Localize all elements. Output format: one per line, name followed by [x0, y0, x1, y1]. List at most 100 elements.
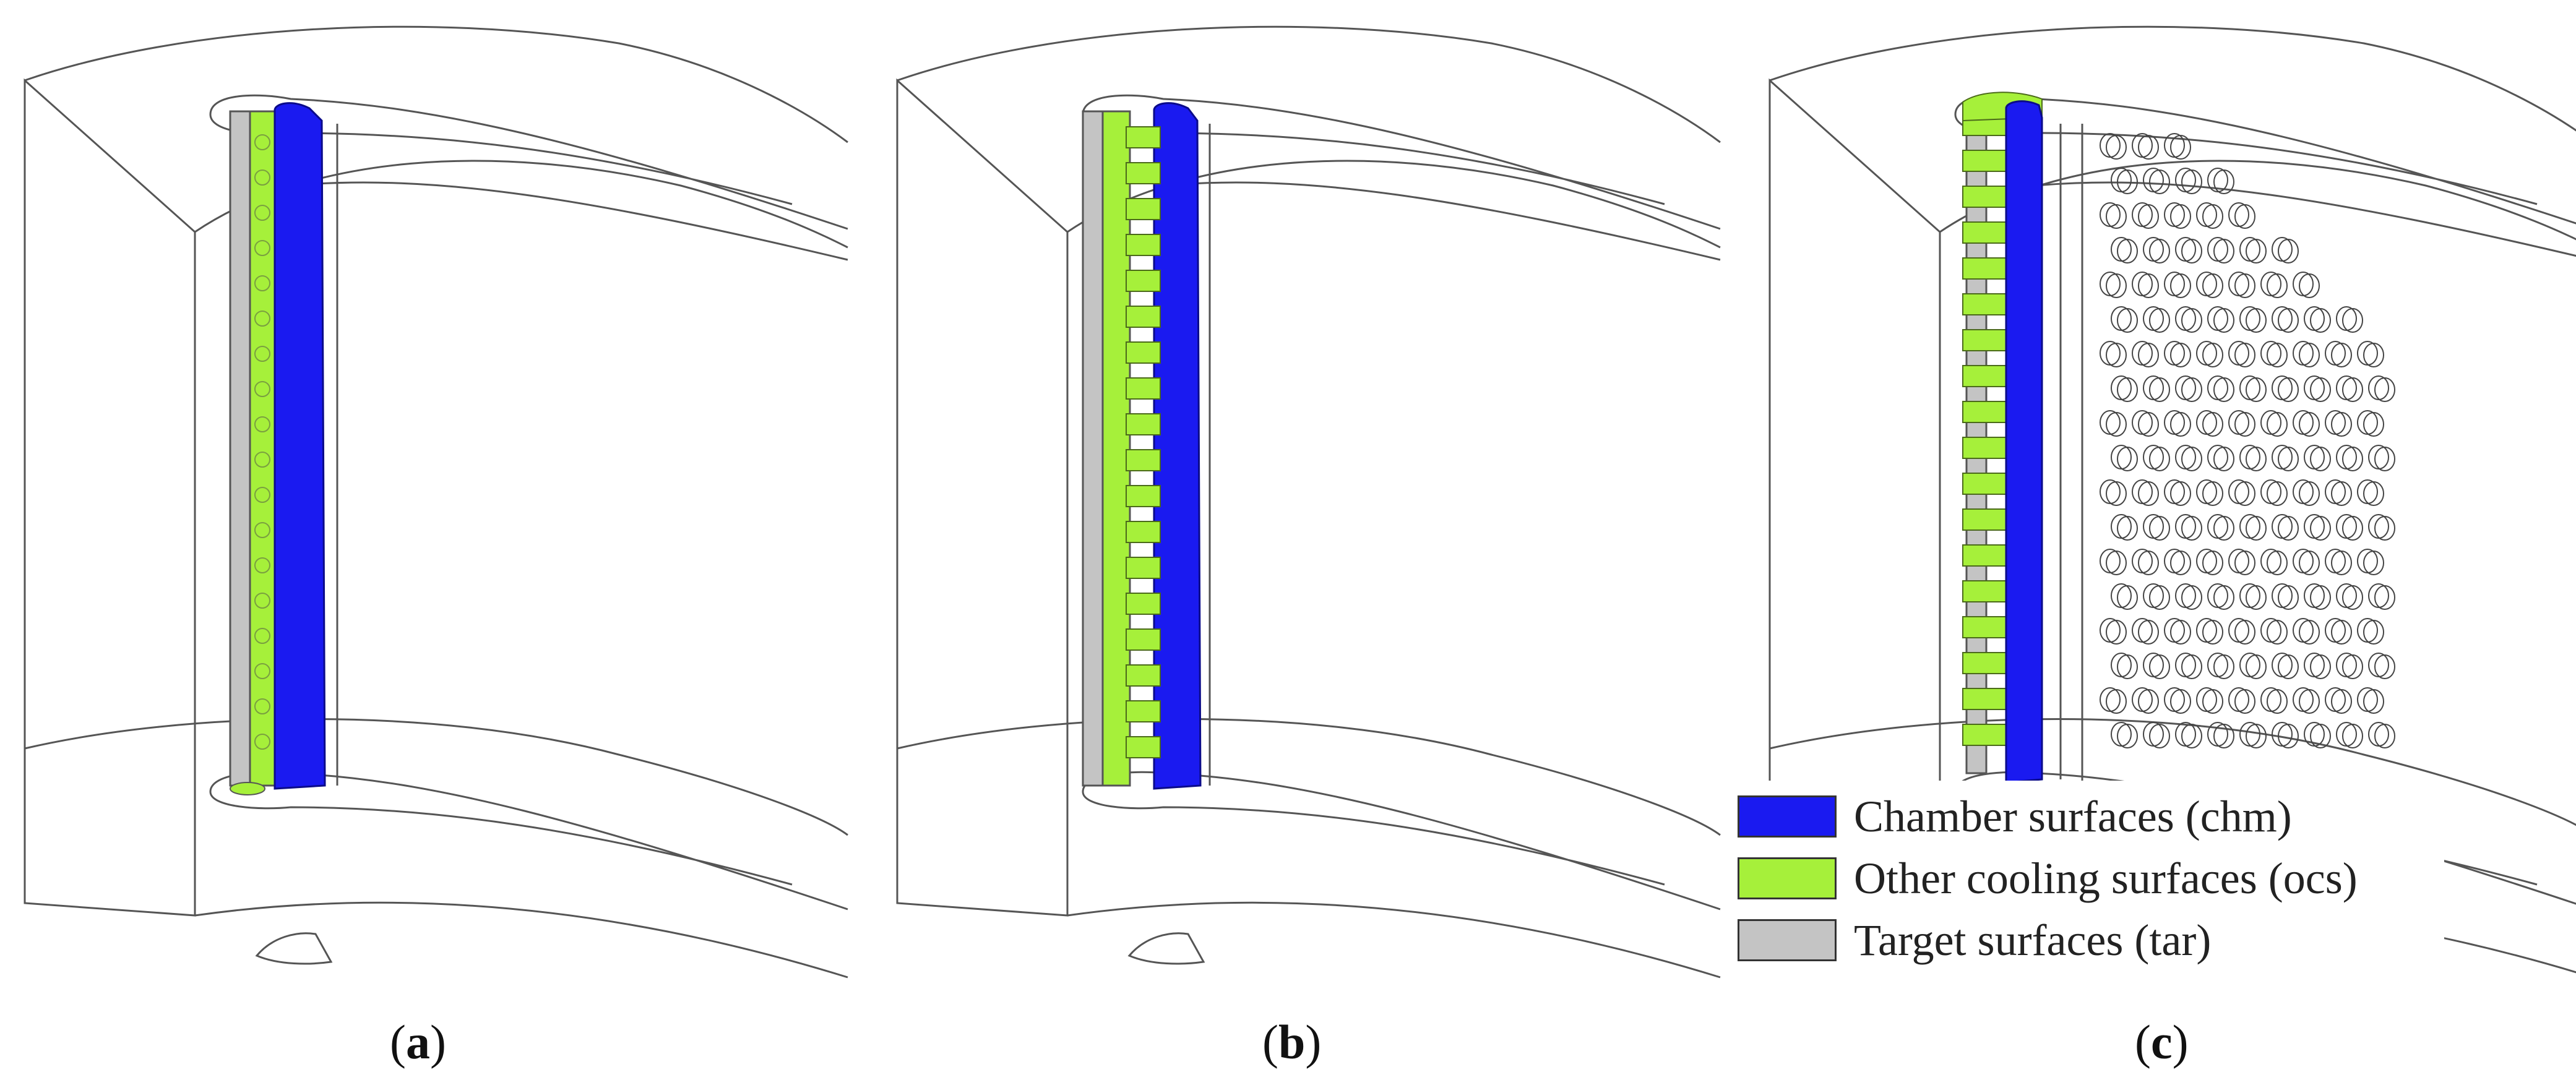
film-cooling-hole-exit [2138, 343, 2159, 367]
film-cooling-hole [2368, 653, 2389, 677]
film-cooling-hole-exit [2246, 654, 2267, 679]
impingement-hole [254, 416, 270, 432]
film-cooling-hole [2196, 341, 2217, 366]
legend-swatch-chamber [1738, 795, 1837, 838]
chamber-surface [2005, 100, 2043, 784]
film-cooling-hole-exit [2278, 447, 2299, 471]
film-cooling-hole [2325, 341, 2346, 366]
film-cooling-hole-exit [2149, 516, 2170, 541]
film-cooling-hole-exit [2138, 689, 2159, 714]
film-cooling-hole [2111, 306, 2132, 331]
film-cooling-hole [2260, 687, 2281, 712]
cooling-rib [1126, 557, 1161, 579]
film-cooling-hole [2293, 272, 2314, 296]
impingement-hole [254, 240, 270, 256]
cooling-rib [1126, 270, 1161, 292]
film-cooling-hole [2175, 168, 2196, 192]
film-cooling-hole-exit [2342, 724, 2363, 748]
film-cooling-hole-exit [2149, 239, 2170, 264]
film-cooling-hole-exit [2331, 412, 2352, 437]
impingement-hole [254, 663, 270, 679]
film-cooling-hole [2132, 618, 2153, 643]
film-cooling-hole-exit [2213, 447, 2234, 471]
film-cooling-hole [2304, 514, 2325, 539]
film-cooling-hole [2207, 375, 2228, 400]
impingement-hole [254, 381, 270, 397]
top-back-curve [24, 25, 848, 144]
panel-label-c: (c) [2135, 1015, 2189, 1069]
legend-swatch-target [1738, 919, 1837, 961]
film-cooling-hole [2239, 445, 2260, 469]
film-cooling-hole-exit [2170, 689, 2191, 714]
cooling-rib [1126, 628, 1161, 651]
film-cooling-hole [2272, 306, 2293, 331]
cooling-rib [1126, 413, 1161, 435]
film-cooling-hole [2239, 237, 2260, 262]
film-cooling-hole-exit [2299, 343, 2320, 367]
film-cooling-hole [2357, 410, 2378, 435]
film-cooling-hole [2175, 306, 2196, 331]
film-cooling-hole [2143, 306, 2164, 331]
target-surface-strip [1082, 110, 1104, 787]
cooling-rib [1126, 485, 1161, 507]
cooling-rib [1962, 616, 2007, 638]
film-cooling-hole [2357, 687, 2378, 712]
film-cooling-hole [2336, 653, 2357, 677]
film-cooling-hole-exit [2106, 689, 2127, 714]
cooling-rib [1962, 724, 2007, 746]
impingement-hole [254, 557, 270, 573]
cooling-rib [1962, 688, 2007, 710]
film-cooling-hole-exit [2267, 620, 2288, 645]
film-cooling-hole [2325, 479, 2346, 504]
film-cooling-hole-exit [2342, 654, 2363, 679]
legend-item-target: Target surfaces (tar) [1738, 915, 2211, 965]
film-cooling-hole-exit [2106, 551, 2127, 575]
impingement-hole [254, 487, 270, 503]
film-cooling-hole [2293, 410, 2314, 435]
film-cooling-hole [2260, 272, 2281, 296]
film-cooling-hole [2111, 583, 2132, 608]
cooling-rib [1126, 377, 1161, 400]
film-cooling-hole-exit [2170, 204, 2191, 229]
film-cooling-hole-exit [2117, 377, 2138, 402]
impingement-hole [254, 628, 270, 644]
film-cooling-hole [2304, 375, 2325, 400]
film-cooling-hole [2111, 722, 2132, 747]
other-cooling-slab [1101, 110, 1131, 787]
film-cooling-hole [2100, 479, 2121, 504]
film-cooling-hole [2164, 618, 2185, 643]
film-cooling-hole [2132, 687, 2153, 712]
film-cooling-hole [2132, 341, 2153, 366]
film-cooling-hole-exit [2310, 585, 2331, 610]
film-cooling-hole [2100, 133, 2121, 158]
film-cooling-hole-exit [2299, 689, 2320, 714]
film-cooling-hole [2357, 479, 2378, 504]
film-cooling-hole-exit [2342, 308, 2363, 333]
top-inner-curve [1163, 181, 1721, 261]
film-cooling-hole-exit [2234, 273, 2255, 298]
film-cooling-hole-exit [2213, 239, 2234, 264]
film-cooling-hole-exit [2202, 343, 2223, 367]
film-cooling-hole-exit [2181, 169, 2202, 194]
film-cooling-hole [2239, 306, 2260, 331]
film-cooling-hole-exit [2213, 724, 2234, 748]
film-cooling-hole-exit [2106, 135, 2127, 160]
film-cooling-hole-exit [2181, 377, 2202, 402]
film-cooling-hole-exit [2213, 308, 2234, 333]
bottom-back-curve [897, 718, 1721, 836]
legend-item-other-cooling: Other cooling surfaces (ocs) [1738, 854, 2358, 903]
film-cooling-hole-exit [2267, 481, 2288, 506]
cooling-rib [1962, 473, 2007, 495]
top-back-curve [897, 25, 1721, 144]
top-back-curve [1769, 25, 2576, 132]
cooling-rib [1962, 652, 2007, 674]
film-cooling-hole-exit [2181, 654, 2202, 679]
film-cooling-hole-exit [2181, 585, 2202, 610]
film-cooling-hole [2368, 375, 2389, 400]
film-cooling-hole-exit [2170, 135, 2191, 160]
other-cooling-slab [249, 110, 276, 787]
film-cooling-hole [2164, 479, 2185, 504]
film-cooling-hole-exit [2374, 377, 2395, 402]
film-cooling-hole [2111, 514, 2132, 539]
